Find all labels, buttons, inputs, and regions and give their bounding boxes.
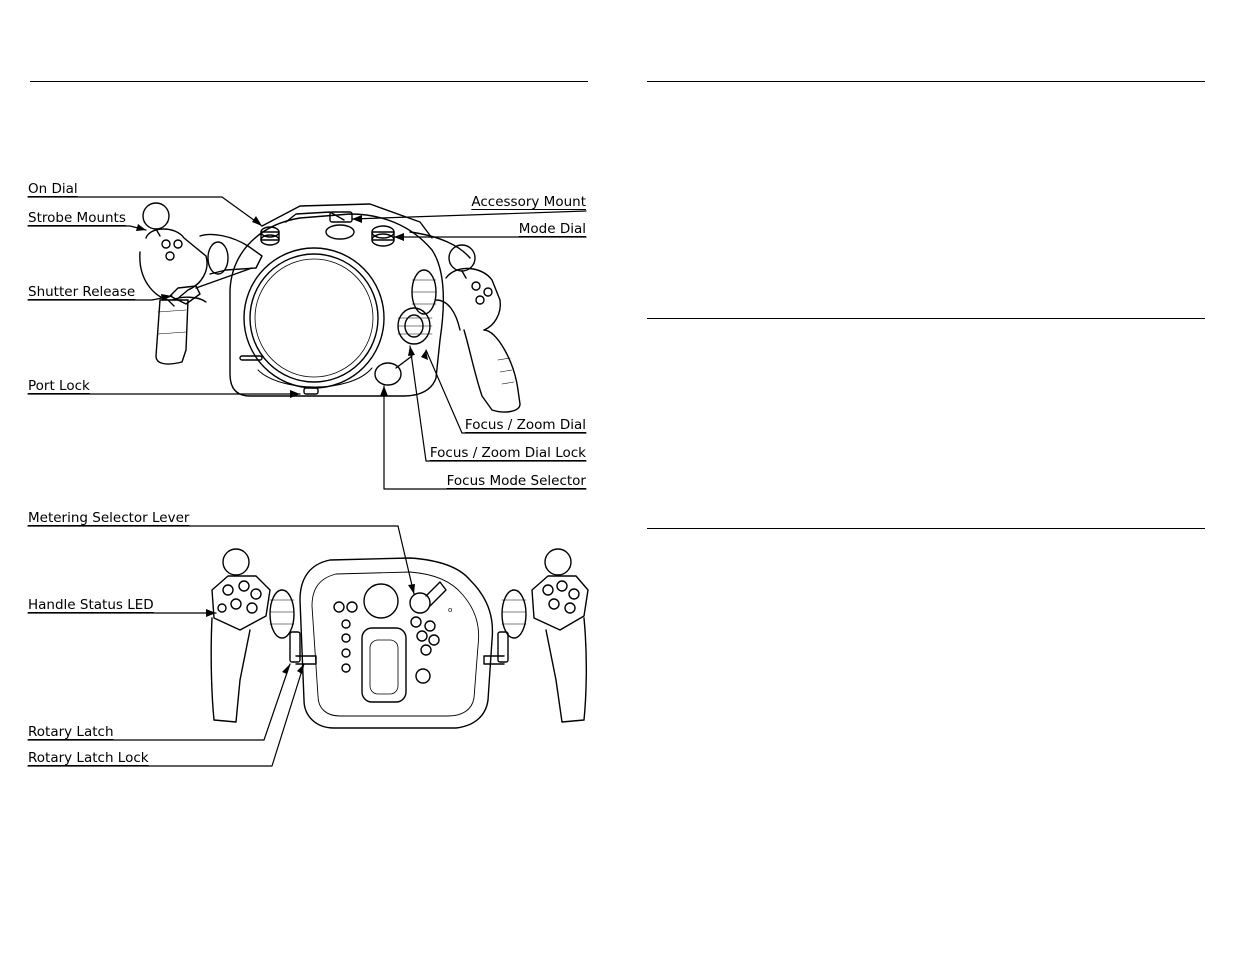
housing-body bbox=[229, 213, 444, 397]
leader-strobe-mounts bbox=[27, 225, 147, 231]
accessory-mount-shoe bbox=[329, 211, 353, 223]
focus-mode-selector-knob bbox=[374, 362, 402, 386]
svg-text:o: o bbox=[448, 606, 452, 614]
port-ring-inner bbox=[249, 253, 379, 383]
label-mode-dial: Mode Dial bbox=[518, 221, 586, 237]
label-handle-status-led: Handle Status LED bbox=[28, 597, 154, 613]
top-deck bbox=[261, 203, 433, 239]
label-focus-zoom-dial: Focus / Zoom Dial bbox=[464, 417, 586, 433]
leader-accessory-mount bbox=[351, 210, 587, 220]
leader-rotary-latch bbox=[27, 663, 291, 741]
rear-view-housing: o bbox=[210, 548, 589, 729]
label-rotary-latch: Rotary Latch bbox=[28, 724, 114, 740]
mode-dial-knob bbox=[371, 225, 395, 247]
leader-lines bbox=[27, 196, 587, 767]
label-metering-selector-lever: Metering Selector Lever bbox=[28, 510, 190, 526]
metering-selector-lever-knob: o bbox=[409, 581, 452, 614]
right-page-middle-rule bbox=[647, 318, 1205, 319]
label-rotary-latch-lock: Rotary Latch Lock bbox=[28, 750, 149, 766]
port-ring-outer bbox=[243, 247, 385, 389]
focus-zoom-dial-knob bbox=[397, 307, 433, 345]
right-handle-rear bbox=[483, 548, 589, 723]
right-page-blank bbox=[620, 0, 1235, 954]
left-handle-rear bbox=[210, 548, 317, 723]
on-dial-knob bbox=[260, 226, 280, 246]
label-on-dial: On Dial bbox=[28, 181, 78, 197]
leader-focus-zoom-dial bbox=[425, 349, 587, 434]
label-strobe-mounts: Strobe Mounts bbox=[28, 210, 126, 226]
leader-on-dial bbox=[27, 196, 263, 227]
right-handle-front bbox=[409, 231, 521, 413]
leader-focus-mode-selector bbox=[383, 385, 587, 490]
right-page-lower-rule bbox=[647, 528, 1205, 529]
label-focus-zoom-dial-lock: Focus / Zoom Dial Lock bbox=[429, 445, 586, 461]
left-handle-front bbox=[139, 202, 263, 365]
port-lock-tab bbox=[303, 387, 319, 395]
leader-focus-zoom-dial-lock bbox=[409, 345, 587, 462]
label-port-lock: Port Lock bbox=[28, 378, 90, 394]
label-focus-mode-selector: Focus Mode Selector bbox=[446, 473, 586, 489]
left-page-top-rule bbox=[30, 81, 588, 82]
rear-body bbox=[299, 557, 494, 729]
front-view-housing bbox=[139, 202, 521, 413]
label-shutter-release: Shutter Release bbox=[28, 284, 136, 300]
label-accessory-mount: Accessory Mount bbox=[471, 194, 586, 210]
right-page-top-rule bbox=[647, 81, 1205, 82]
leader-arrowheads bbox=[136, 215, 428, 674]
leader-rotary-latch-lock bbox=[27, 663, 305, 767]
leader-metering-selector-lever bbox=[27, 525, 415, 595]
